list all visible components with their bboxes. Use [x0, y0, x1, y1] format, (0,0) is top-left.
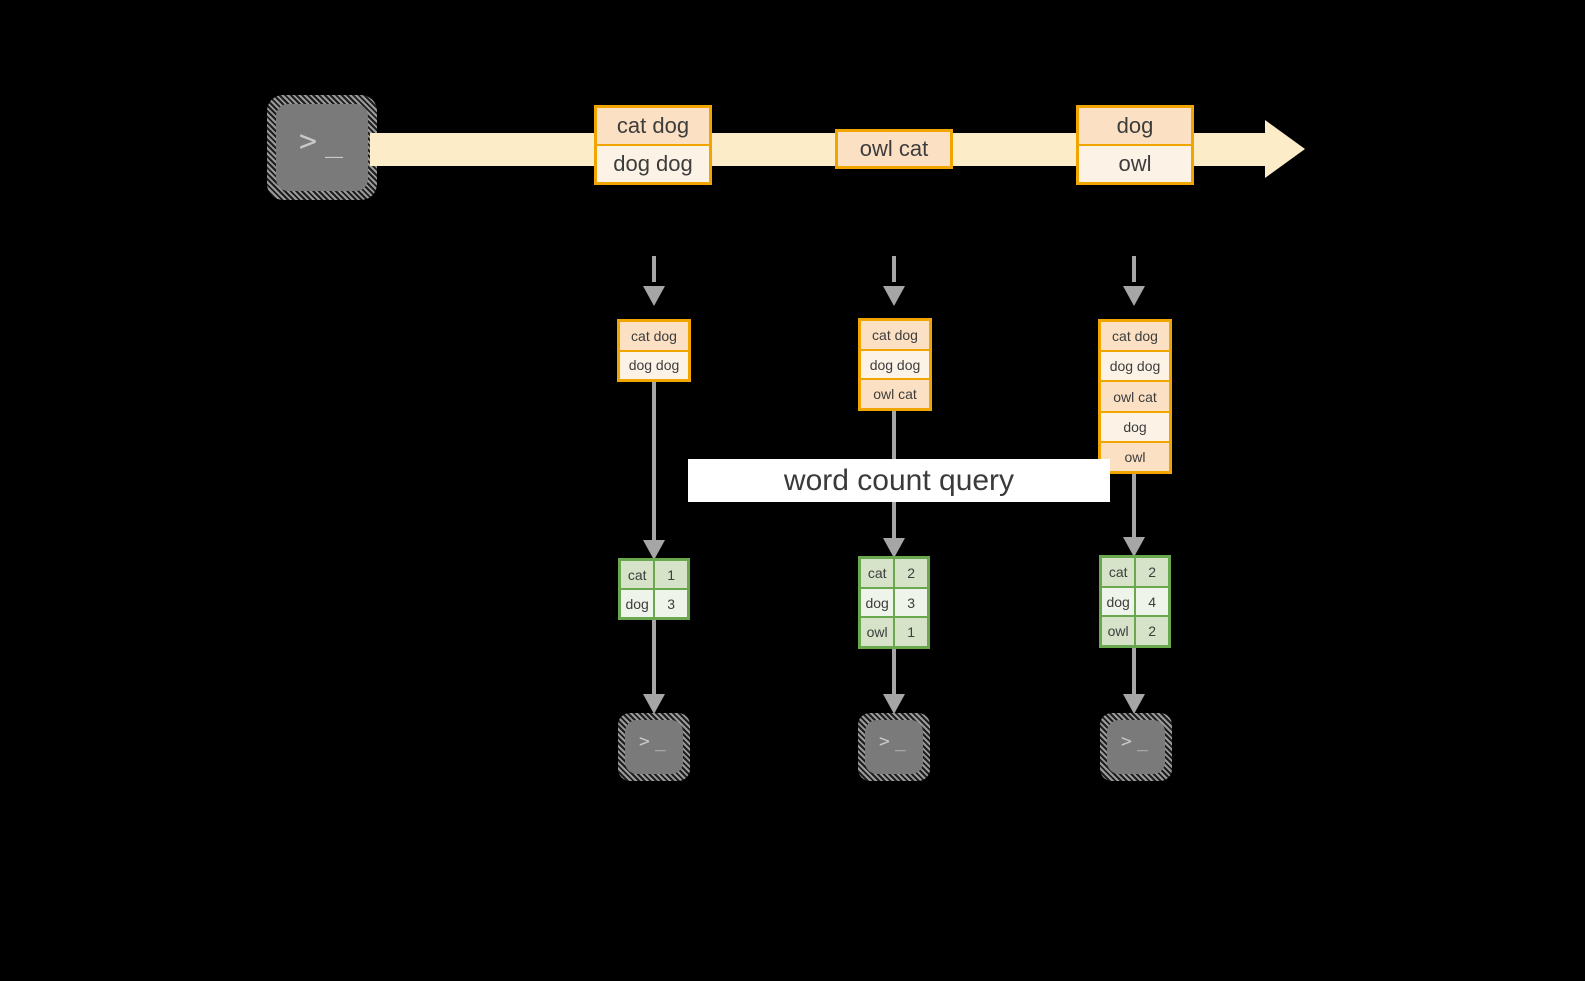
log-line: dog dog [1101, 352, 1169, 383]
result-word: dog [861, 588, 896, 617]
producer-terminal-icon: > _ [267, 95, 377, 200]
record-line: owl [1079, 146, 1191, 182]
stream-record-3: dog owl [1076, 105, 1194, 185]
result-count: 3 [895, 588, 927, 617]
snapshot-1-output-arrow-line [652, 620, 656, 695]
terminal-cursor-glyph: _ [655, 731, 666, 752]
record-line: dog dog [597, 146, 709, 182]
result-word: owl [1102, 617, 1137, 646]
terminal-cursor-glyph: _ [895, 731, 906, 752]
snapshot-1-query-arrow-line [652, 382, 656, 541]
snapshot-2-feed-arrow-head [883, 286, 905, 306]
result-word: cat [861, 559, 896, 587]
terminal-cursor-glyph: _ [325, 124, 344, 159]
log-line: dog [1101, 412, 1169, 443]
snapshot-1-consumer-terminal-icon: > _ [618, 713, 690, 781]
terminal-prompt-glyph: > [299, 124, 318, 159]
result-count: 2 [1136, 617, 1168, 646]
log-line: owl cat [861, 380, 929, 409]
log-line: cat dog [1101, 322, 1169, 353]
result-word: dog [621, 590, 656, 617]
result-count: 1 [655, 561, 687, 588]
snapshot-1-log: cat dog dog dog [617, 319, 691, 382]
result-row: dog 4 [1102, 587, 1168, 618]
result-row: dog 3 [621, 590, 687, 617]
stream-record-2: owl cat [835, 129, 953, 169]
record-line: owl cat [838, 132, 950, 166]
snapshot-3-query-arrow-head [1123, 537, 1145, 557]
result-count: 4 [1136, 587, 1168, 616]
result-word: cat [1102, 558, 1137, 586]
result-word: owl [861, 618, 896, 647]
snapshot-3-feed-arrow-dash [1132, 256, 1136, 282]
terminal-cursor-glyph: _ [1137, 731, 1148, 752]
result-count: 2 [895, 559, 927, 587]
log-line: cat dog [620, 322, 688, 352]
result-count: 2 [1136, 558, 1168, 586]
snapshot-1-feed-arrow-head [643, 286, 665, 306]
log-line: dog dog [620, 351, 688, 379]
snapshot-3-query-arrow-line [1132, 474, 1136, 538]
snapshot-2-output-arrow-line [892, 649, 896, 695]
snapshot-2-result-table: cat 2 dog 3 owl 1 [858, 556, 930, 649]
terminal-prompt-glyph: > [879, 731, 890, 752]
log-line: owl [1101, 442, 1169, 472]
snapshot-2-feed-arrow-dash [892, 256, 896, 282]
terminal-body [865, 720, 923, 774]
result-row: dog 3 [861, 588, 927, 619]
log-line: dog dog [861, 350, 929, 381]
snapshot-3-result-table: cat 2 dog 4 owl 2 [1099, 555, 1171, 648]
stream-record-1: cat dog dog dog [594, 105, 712, 185]
result-count: 3 [655, 590, 687, 617]
snapshot-1-query-arrow-head [643, 540, 665, 560]
snapshot-3-feed-arrow-head [1123, 286, 1145, 306]
result-word: cat [621, 561, 656, 588]
terminal-body [1107, 720, 1165, 774]
result-row: owl 2 [1102, 617, 1168, 646]
record-line: cat dog [597, 108, 709, 146]
terminal-body [625, 720, 683, 774]
snapshot-3-log: cat dog dog dog owl cat dog owl [1098, 319, 1172, 474]
stream-arrow-head [1265, 120, 1305, 178]
snapshot-1-result-table: cat 1 dog 3 [618, 558, 690, 620]
log-line: owl cat [1101, 382, 1169, 413]
result-row: cat 2 [861, 559, 927, 589]
snapshot-2-query-arrow-head [883, 538, 905, 558]
record-line: dog [1079, 108, 1191, 146]
snapshot-2-output-arrow-head [883, 694, 905, 714]
snapshot-3-output-arrow-head [1123, 694, 1145, 714]
snapshot-2-log: cat dog dog dog owl cat [858, 318, 932, 411]
word-count-query-label: word count query [688, 459, 1110, 502]
result-row: cat 2 [1102, 558, 1168, 588]
result-count: 1 [895, 618, 927, 647]
snapshot-2-consumer-terminal-icon: > _ [858, 713, 930, 781]
snapshot-1-output-arrow-head [643, 694, 665, 714]
snapshot-3-output-arrow-line [1132, 648, 1136, 695]
terminal-body [276, 104, 368, 191]
terminal-prompt-glyph: > [1121, 731, 1132, 752]
terminal-prompt-glyph: > [639, 731, 650, 752]
snapshot-1-feed-arrow-dash [652, 256, 656, 282]
result-row: cat 1 [621, 561, 687, 590]
result-row: owl 1 [861, 618, 927, 647]
log-line: cat dog [861, 321, 929, 351]
snapshot-3-consumer-terminal-icon: > _ [1100, 713, 1172, 781]
result-word: dog [1102, 587, 1137, 616]
